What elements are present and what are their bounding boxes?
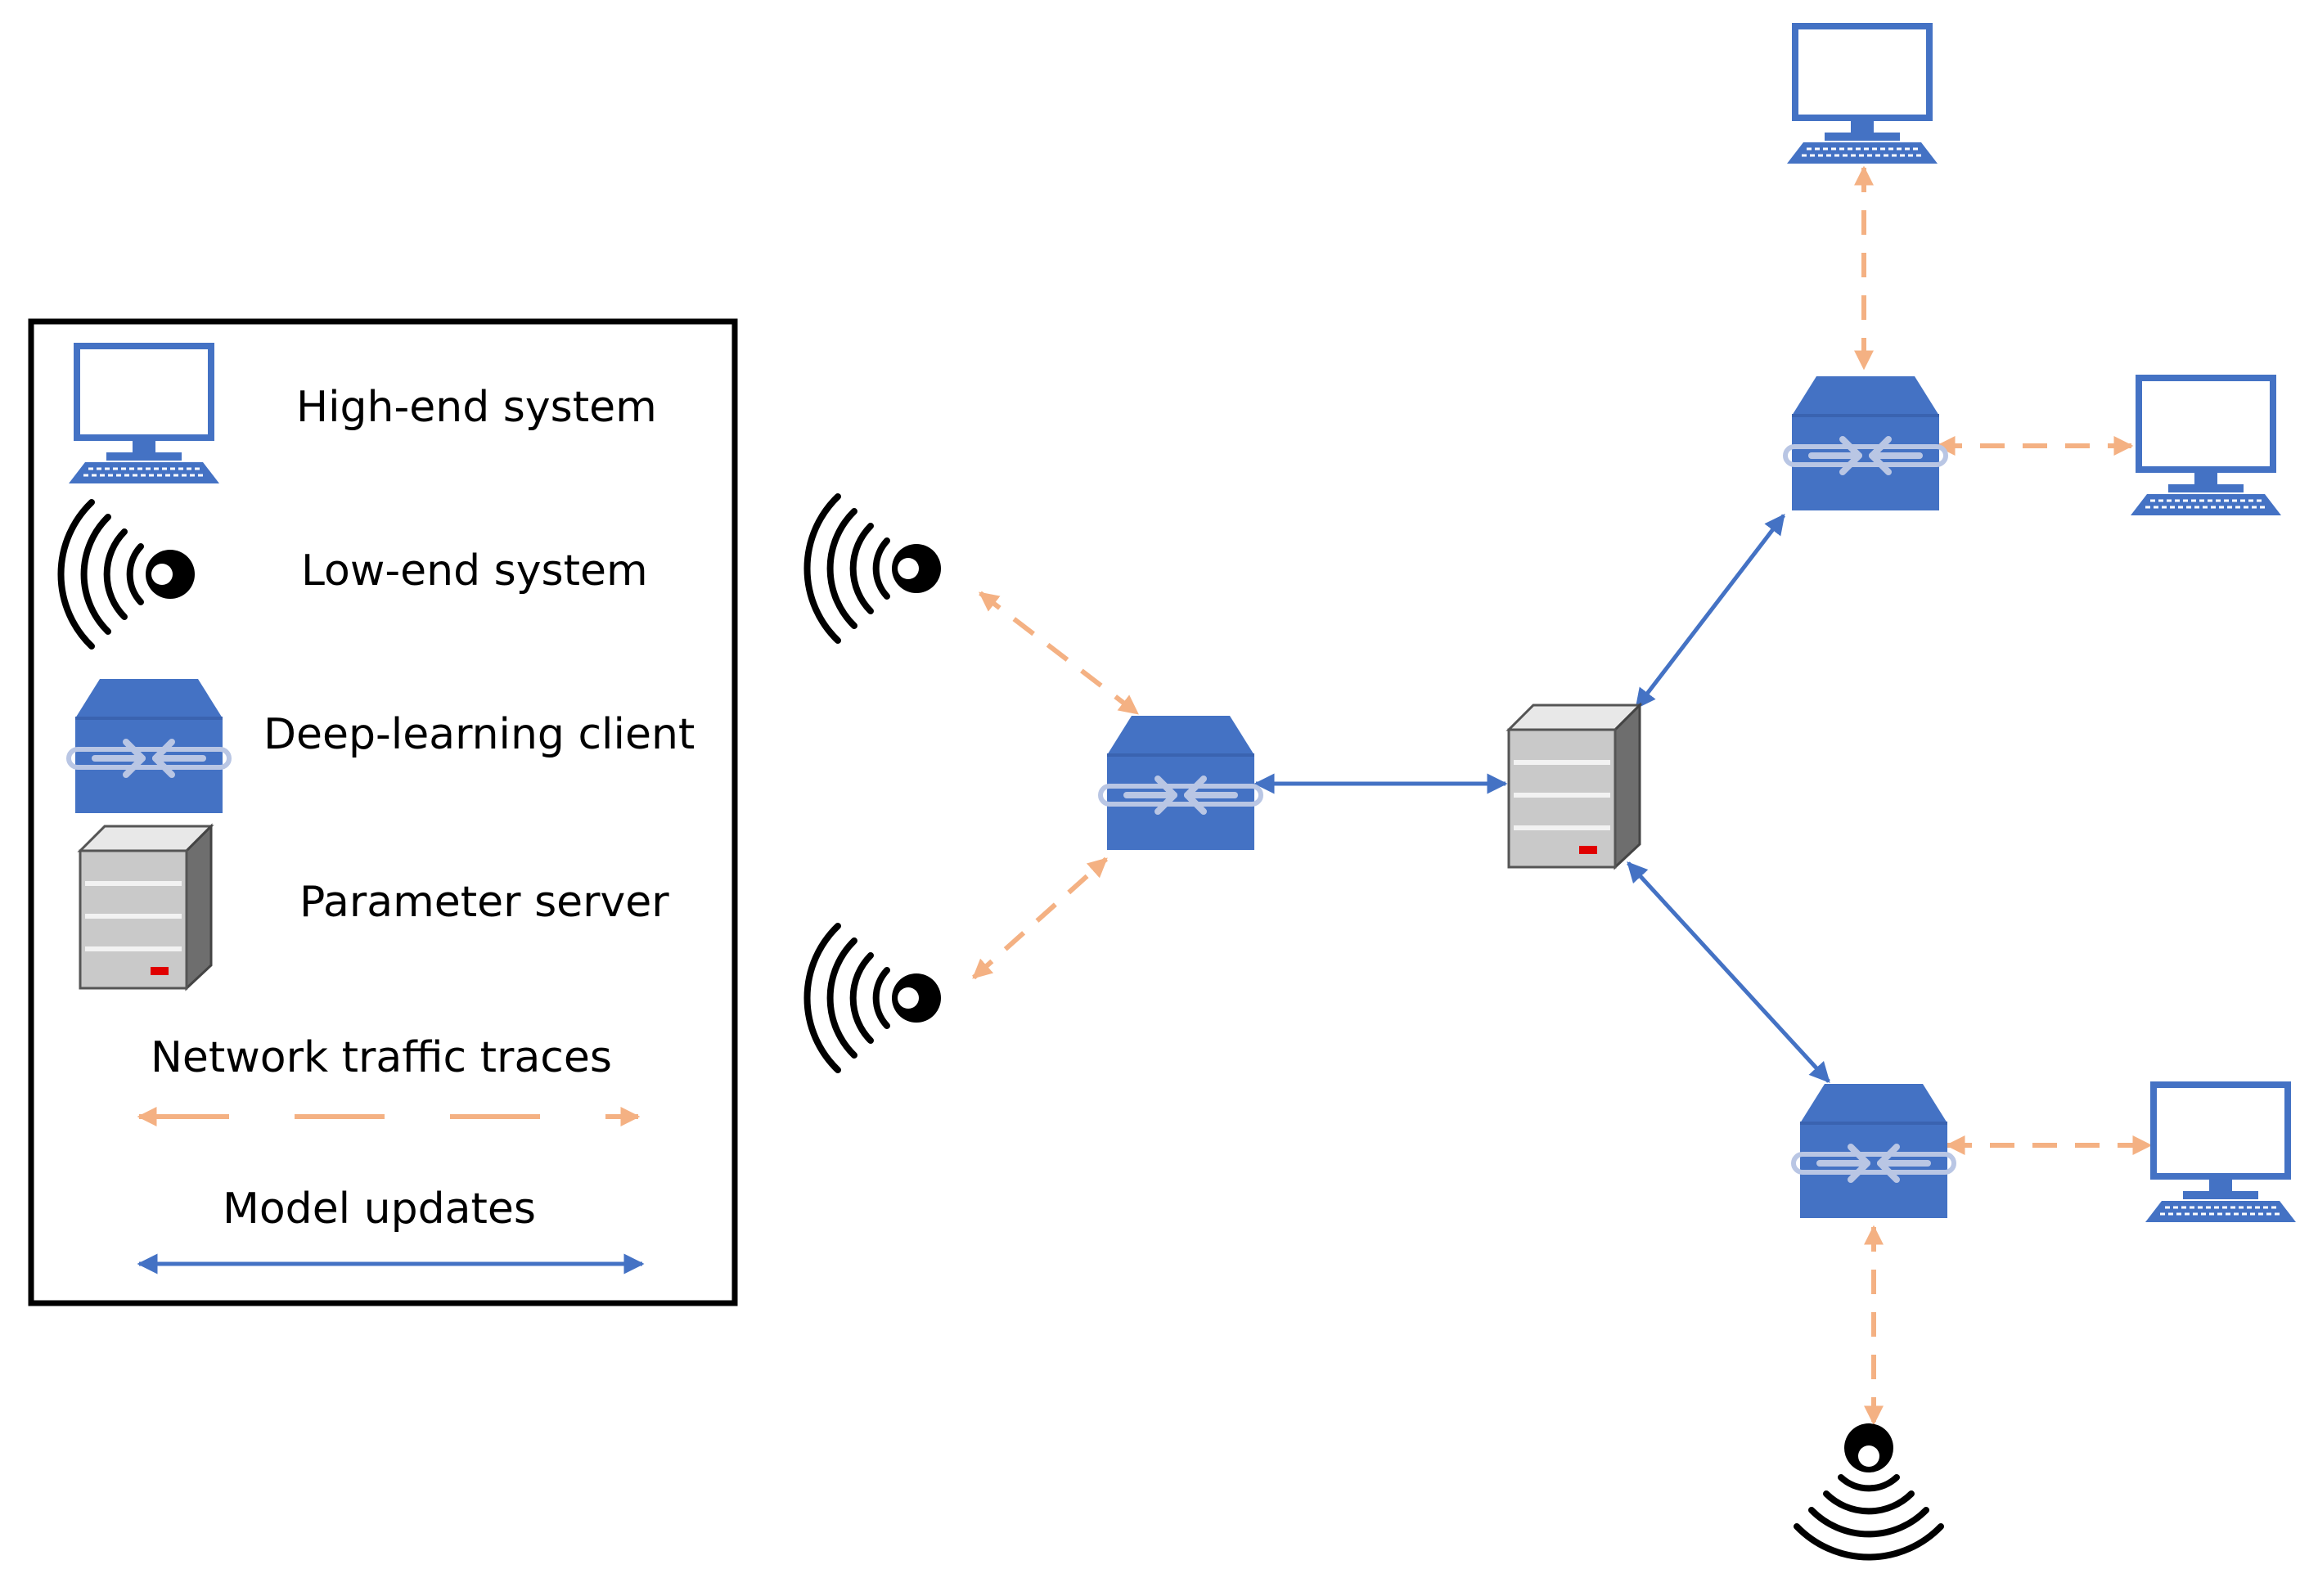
legend-box: High-end system Low-end system Deep-lear… [28,318,738,1306]
traffic-link-sensor2-clientA [971,856,1109,980]
low-end-node-2 [807,926,941,1070]
legend-low-end-label: Low-end system [301,546,648,596]
high-end-node-2 [2131,378,2281,515]
client-node-c [1794,1084,1954,1218]
client-node-a [1100,716,1261,850]
parameter-server-node [1509,705,1640,867]
nodes [807,26,2296,1558]
update-link-server-clientB [1635,514,1785,709]
update-link-server-clientC [1627,861,1830,1083]
client-node-b [1785,376,1946,510]
legend-high-end-label: High-end system [296,383,657,432]
low-end-node-3 [1797,1423,1941,1558]
legend-client-label: Deep-learning client [263,710,695,759]
legend-traffic-label: Network traffic traces [151,1033,612,1082]
traffic-link-sensor1-clientA [979,591,1139,716]
legend-server-icon [80,826,211,988]
legend-server-label: Parameter server [299,878,669,927]
high-end-node-3 [2145,1085,2296,1222]
low-end-node-1 [807,497,941,641]
traffic-connections [971,165,2153,1426]
legend-updates-label: Model updates [223,1185,536,1234]
legend-high-end-icon [69,346,219,483]
legend-client-icon [69,679,229,813]
high-end-node-1 [1787,26,1938,164]
model-update-connections [1254,514,1830,1083]
